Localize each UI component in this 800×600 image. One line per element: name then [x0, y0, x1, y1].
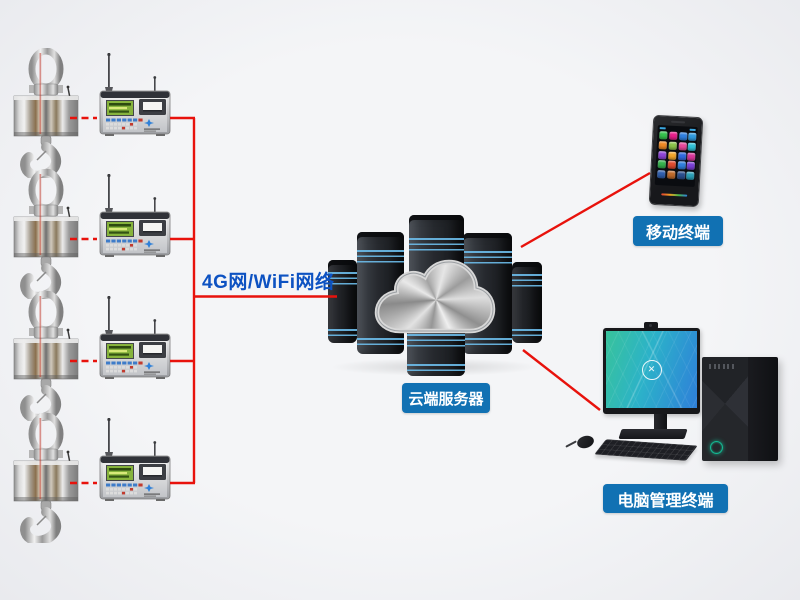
app-icon	[658, 150, 667, 160]
webcam	[644, 322, 658, 329]
network-label: 4G网/WiFi网络	[202, 272, 335, 293]
wireless-indicator	[100, 53, 170, 136]
app-icon	[678, 141, 687, 151]
wireless-indicator	[100, 174, 170, 257]
keyboard	[594, 439, 698, 461]
wireless-indicator	[100, 418, 170, 501]
server-tower	[328, 260, 357, 343]
monitor-stand-neck	[654, 414, 667, 431]
cloud-server-cluster	[325, 210, 545, 380]
tower-vents	[709, 364, 734, 369]
server-tower	[512, 262, 542, 343]
pc-terminal-group: ✕	[560, 315, 800, 475]
app-icon	[659, 131, 668, 140]
pc-tower	[702, 357, 778, 461]
phone-speaker	[670, 120, 686, 124]
cloud-to-pc-line	[522, 349, 601, 411]
app-icon	[687, 142, 697, 151]
cloud-server-label: 云端服务器	[402, 383, 490, 413]
app-icon	[686, 171, 695, 181]
phone-screen	[654, 125, 698, 188]
crane-scale	[14, 51, 78, 176]
app-icon	[686, 161, 696, 171]
wireless-indicator	[100, 296, 170, 379]
cloud-to-mobile-line	[520, 171, 651, 249]
tower-glow-logo-icon	[710, 441, 723, 454]
app-icon	[667, 151, 677, 160]
crane-scale	[14, 172, 78, 297]
monitor-logo-icon: ✕	[641, 359, 662, 380]
app-icon	[658, 140, 668, 150]
app-icon	[677, 151, 687, 161]
pc-tower-side	[748, 357, 778, 461]
app-icon	[657, 170, 666, 179]
phone-home-strip	[661, 192, 688, 197]
app-icon	[677, 161, 686, 170]
app-icon	[668, 141, 677, 150]
mouse	[575, 433, 596, 451]
crane-scale	[14, 294, 78, 419]
app-icon	[668, 131, 678, 141]
app-icon	[676, 171, 686, 180]
pc-tower-front	[702, 357, 748, 461]
crane-scale	[14, 416, 78, 541]
app-icon	[657, 160, 666, 169]
monitor-screen: ✕	[606, 331, 697, 408]
monitor: ✕	[603, 328, 700, 414]
app-icon	[687, 152, 696, 161]
app-icon	[688, 132, 697, 142]
server-tower	[407, 326, 465, 376]
phone-app-grid	[657, 131, 697, 181]
app-icon	[667, 160, 676, 170]
monitor-stand-base	[618, 429, 688, 439]
mobile-terminal-device	[648, 114, 704, 208]
metal-cloud-icon	[374, 259, 496, 334]
app-icon	[666, 170, 676, 180]
app-icon	[678, 132, 688, 141]
mobile-terminal-label: 移动终端	[633, 216, 723, 246]
pc-terminal-label: 电脑管理终端	[603, 484, 728, 513]
